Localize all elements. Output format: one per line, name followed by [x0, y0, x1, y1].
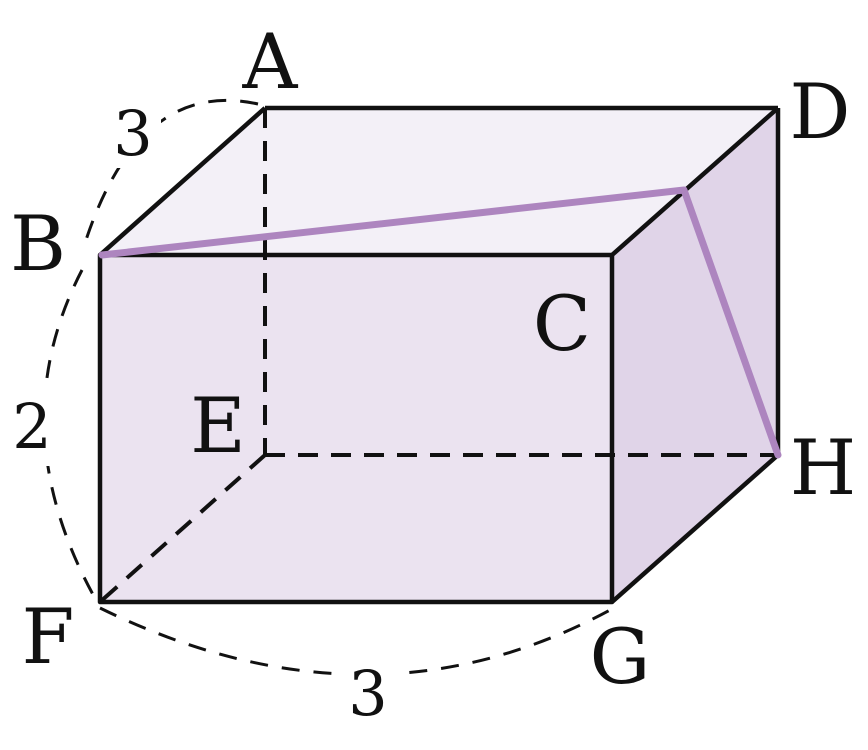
dimension-label-fg: 3 — [348, 657, 387, 730]
vertex-label-e: E — [190, 381, 245, 470]
edge-ef — [98, 453, 267, 604]
right-face — [612, 108, 778, 602]
dimension-label-bf: 2 — [12, 390, 51, 463]
dimension-label-ab: 3 — [113, 97, 152, 170]
bg-dim-fg — [338, 646, 398, 726]
edge-ba — [98, 106, 267, 257]
visible-edges — [97, 105, 781, 605]
dimension-label-backgrounds — [6, 92, 398, 726]
hidden-edges — [98, 108, 778, 604]
edge-gh — [610, 453, 780, 604]
shortest-path — [98, 186, 782, 459]
edge-cd — [610, 106, 780, 257]
bg-dim-ab — [105, 92, 161, 168]
vertex-label-b: B — [10, 199, 66, 288]
front-face — [100, 255, 612, 602]
vertex-label-a: A — [242, 17, 299, 106]
top-face — [100, 108, 778, 255]
vertex-label-h: H — [790, 423, 856, 512]
bg-dim-bf — [6, 382, 58, 466]
vertex-label-g: G — [590, 612, 651, 701]
vertex-label-c: C — [533, 279, 591, 368]
vertex-label-d: D — [790, 67, 851, 156]
vertex-label-f: F — [22, 592, 75, 681]
